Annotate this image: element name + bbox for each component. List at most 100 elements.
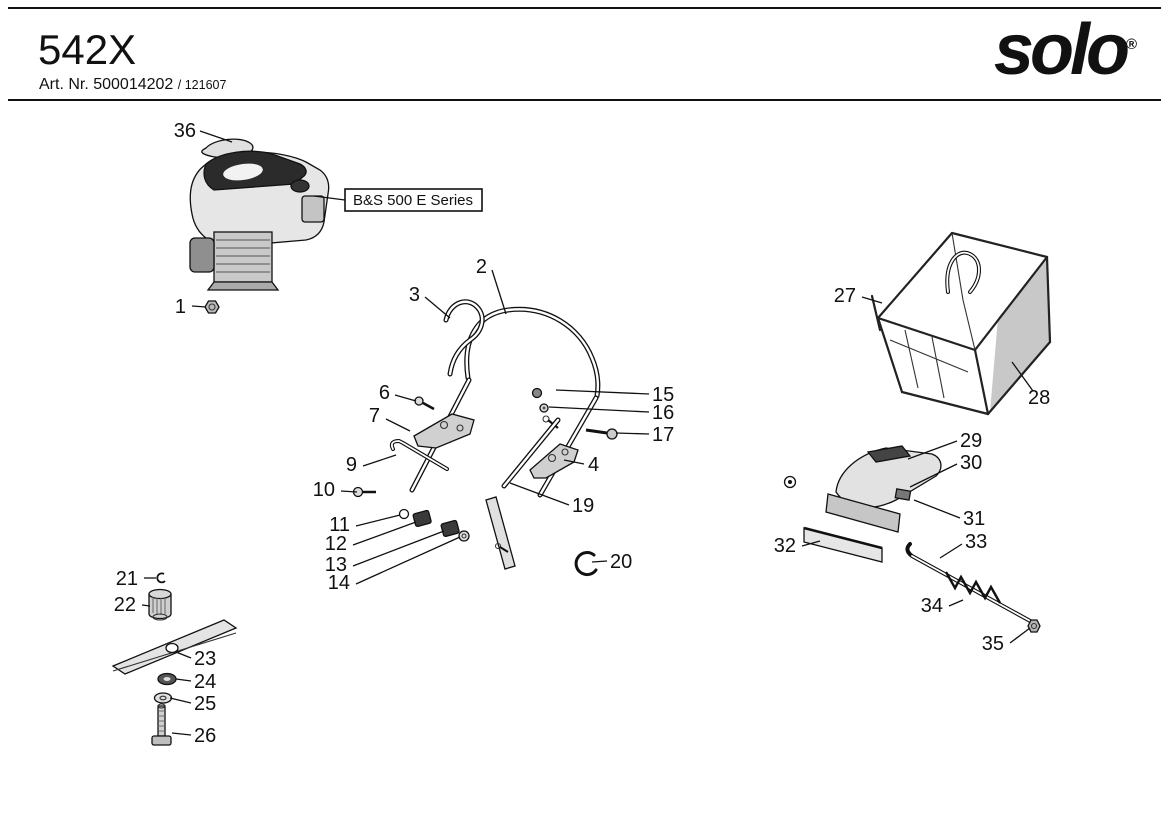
rod-part-9 (389, 438, 449, 471)
callout-21: 21 (116, 568, 138, 590)
callout-27: 27 (834, 285, 856, 307)
callout-leader-34 (948, 599, 964, 607)
callout-leader-19 (509, 482, 570, 506)
engine-illustration (189, 138, 330, 314)
grass-catcher-struts (889, 232, 976, 399)
callout-leader-23 (175, 651, 192, 659)
rod-part-19 (501, 417, 561, 489)
callout-layer: 3613267151617491011121314192027282930313… (114, 120, 1051, 747)
callout-25: 25 (194, 693, 216, 715)
washer-part-16 (539, 403, 549, 413)
engine-label: B&S 500 E Series (313, 188, 483, 212)
callout-leader-16 (548, 406, 650, 413)
callout-leader-31 (913, 499, 961, 519)
mount-block-part-12 (412, 509, 432, 528)
clip-part-20 (574, 551, 598, 577)
callout-leader-17 (615, 432, 650, 435)
callout-leader-32 (801, 540, 821, 547)
callout-leader-12 (352, 521, 417, 546)
callout-leader-29 (907, 440, 958, 460)
callout-34: 34 (921, 595, 943, 617)
callout-leader-3 (424, 296, 451, 319)
callout-1: 1 (175, 296, 186, 318)
engine-muffler (189, 237, 215, 273)
callout-leader-14 (355, 536, 461, 585)
grass-catcher-frame-part-27 (870, 231, 1052, 416)
grass-catcher-illustration (870, 231, 1052, 416)
callout-12: 12 (325, 533, 347, 555)
handlebar-assembly (352, 299, 618, 577)
callout-22: 22 (114, 594, 136, 616)
callout-leader-1 (191, 305, 207, 308)
header-divider (8, 99, 1161, 101)
engine-base (206, 281, 280, 291)
engine-recoil-swirl (223, 163, 263, 181)
engine-carburetor (301, 195, 325, 223)
bolt-part-26 (151, 703, 172, 746)
callout-16: 16 (652, 402, 674, 424)
callout-leader-27 (861, 296, 883, 304)
spring-part-34 (944, 571, 1002, 604)
engine-fuel-cap (290, 179, 310, 193)
page-title: 542X (38, 26, 137, 73)
article-number: Art. Nr. 500014202 / 121607 (39, 76, 226, 94)
callout-leader-25 (169, 697, 192, 704)
callout-leader-28 (1011, 361, 1034, 392)
handle-bracket-part-7 (413, 413, 475, 449)
callout-4: 4 (588, 454, 599, 476)
callout-29: 29 (960, 430, 982, 452)
washer-part-11 (398, 508, 410, 520)
callout-9: 9 (346, 454, 357, 476)
screw-part-6 (414, 396, 435, 411)
callout-26: 26 (194, 725, 216, 747)
latch-part-31 (894, 488, 912, 501)
callout-11: 11 (329, 514, 350, 536)
nut-part-35 (1027, 619, 1041, 633)
upper-handle-tube-part-2 (464, 306, 601, 399)
deflector-skirt (825, 493, 901, 533)
callout-36: 36 (174, 120, 196, 142)
callout-leader-9 (362, 454, 397, 467)
engine-label-text: B&S 500 E Series (353, 192, 473, 209)
callout-30: 30 (960, 452, 982, 474)
registered-trademark-icon: ® (1125, 36, 1137, 53)
callout-leader-10 (340, 490, 358, 493)
washer-part-14 (458, 530, 470, 542)
screw-part-17 (585, 428, 618, 440)
callout-leader-20 (591, 560, 608, 563)
flat-bar (485, 496, 516, 570)
blade-assembly (111, 572, 238, 746)
nut-part-15 (531, 387, 543, 399)
callout-24: 24 (194, 671, 216, 693)
article-number-main: Art. Nr. 500014202 (39, 76, 174, 93)
callout-32: 32 (774, 535, 796, 557)
grass-catcher-fabric-part-28 (990, 257, 1050, 412)
callout-leader-15 (555, 389, 650, 395)
callout-leader-13 (352, 530, 445, 567)
callout-19: 19 (572, 495, 594, 517)
callout-leader-4 (563, 459, 585, 465)
callout-leader-26 (171, 732, 192, 736)
flat-bar-screw (494, 542, 509, 553)
callout-10: 10 (313, 479, 335, 501)
callout-leader-2 (491, 269, 507, 315)
callout-7: 7 (369, 405, 380, 427)
article-number-revision: / 121607 (177, 78, 227, 92)
brand-logo-text: solo (993, 10, 1130, 90)
callout-3: 3 (409, 284, 420, 306)
callout-leader-30 (909, 463, 958, 488)
callout-leader-35 (1009, 627, 1031, 644)
bushing-part-22 (148, 588, 172, 621)
blade-part-23 (111, 619, 238, 675)
circlip-part-21 (156, 572, 166, 584)
callout-17: 17 (652, 424, 674, 446)
deflector-grip-part-29 (866, 445, 912, 463)
engine-cooling-fins (216, 239, 270, 273)
deflector-assembly (783, 445, 1041, 633)
washer-small (783, 475, 797, 489)
mount-block-part-13 (440, 519, 460, 538)
callout-leader-11 (355, 514, 401, 527)
callout-14: 14 (328, 572, 350, 594)
